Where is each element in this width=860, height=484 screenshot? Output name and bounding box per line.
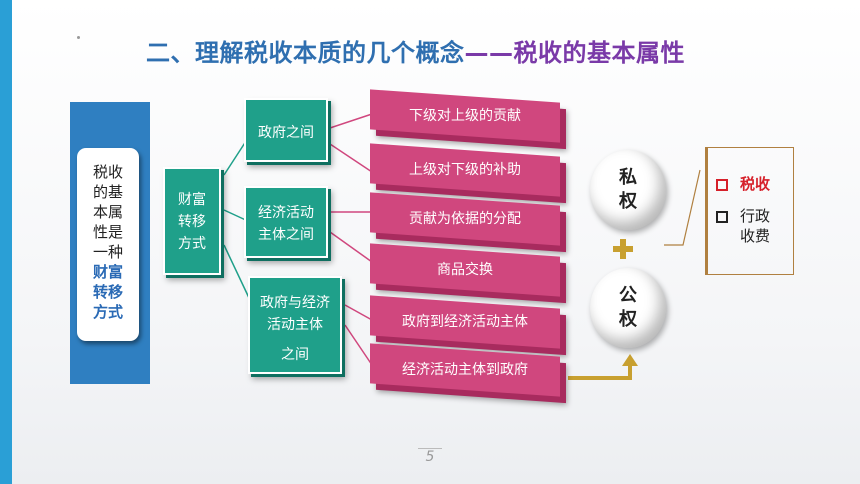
card-line-highlight: 财富 — [92, 263, 123, 281]
item-label: 行政 — [740, 207, 771, 225]
circle-char: 私 — [619, 167, 637, 188]
arrow-to-public — [568, 364, 632, 380]
card-line: 性是 — [92, 223, 123, 241]
card-line: 一种 — [92, 243, 123, 261]
page-title: 二、理解税收本质的几个概念——税收的基本属性 — [146, 33, 766, 67]
circle-char: 权 — [619, 309, 637, 330]
bar-label: 贡献为依据的分配 — [409, 211, 521, 227]
box-line: 活动主体 — [267, 317, 323, 333]
wealth-transfer-box: 财富 转移 方式 — [163, 167, 221, 275]
card-line: 本属 — [92, 203, 123, 221]
bar-label: 上级对下级的补助 — [409, 162, 521, 178]
box-line: 财富 — [178, 192, 206, 208]
circle-char: 权 — [619, 191, 637, 212]
card-line: 税收 — [92, 163, 123, 181]
box-line: 经济活动 — [258, 205, 314, 221]
bar-label: 商品交换 — [437, 262, 493, 278]
left-edge-accent — [0, 0, 12, 484]
box-government-and-entities: 政府与经济 活动主体 之间 — [248, 276, 342, 374]
line-mixed-bar6 — [344, 324, 373, 366]
box-line: 政府之间 — [258, 125, 314, 141]
public-rights-circle: 公 权 — [590, 268, 666, 348]
box-between-governments: 政府之间 — [244, 98, 328, 162]
bar-label: 经济活动主体到政府 — [402, 362, 528, 378]
box-line: 方式 — [178, 236, 206, 252]
item-label: 税收 — [740, 175, 771, 193]
item-admin-fees: 行政 收费 — [716, 206, 793, 246]
public-rights-category-box: 税收 行政 收费 — [705, 147, 794, 275]
box-line: 转移 — [178, 214, 206, 230]
line-mixed-bar5 — [344, 304, 373, 321]
private-rights-circle: 私 权 — [590, 150, 666, 230]
bar-label: 下级对上级的贡献 — [409, 108, 521, 124]
left-definition-card: 税收 的基 本属 性是 一种 财富 转移 方式 — [77, 148, 139, 341]
plus-icon — [613, 239, 633, 259]
arrow-head — [622, 354, 638, 366]
box-line: 政府与经济 — [260, 295, 330, 311]
box-line: 之间 — [281, 347, 309, 363]
title-sub: ——税收的基本属性 — [464, 39, 685, 67]
bar-label: 政府到经济活动主体 — [402, 314, 528, 330]
line-gov-bar2 — [329, 143, 373, 173]
card-line: 的基 — [92, 183, 123, 201]
item-label: 收费 — [740, 227, 771, 245]
item-tax: 税收 — [716, 174, 793, 194]
box-between-economic-entities: 经济活动 主体之间 — [244, 186, 328, 258]
bullet-square-icon — [716, 178, 728, 191]
circle-char: 公 — [619, 285, 637, 306]
line-gov-bar1 — [329, 113, 373, 129]
bullet-square-icon — [716, 210, 728, 223]
title-main: 二、理解税收本质的几个概念 — [146, 39, 465, 67]
page-number: 5 — [418, 448, 442, 468]
decor-dot — [77, 36, 80, 39]
box-line: 主体之间 — [258, 227, 314, 243]
line-center-to-mixed — [223, 244, 251, 301]
line-econ-bar4 — [329, 231, 373, 263]
bracket-link — [664, 169, 701, 246]
card-line-highlight: 方式 — [92, 303, 123, 321]
card-line-highlight: 转移 — [92, 283, 123, 301]
